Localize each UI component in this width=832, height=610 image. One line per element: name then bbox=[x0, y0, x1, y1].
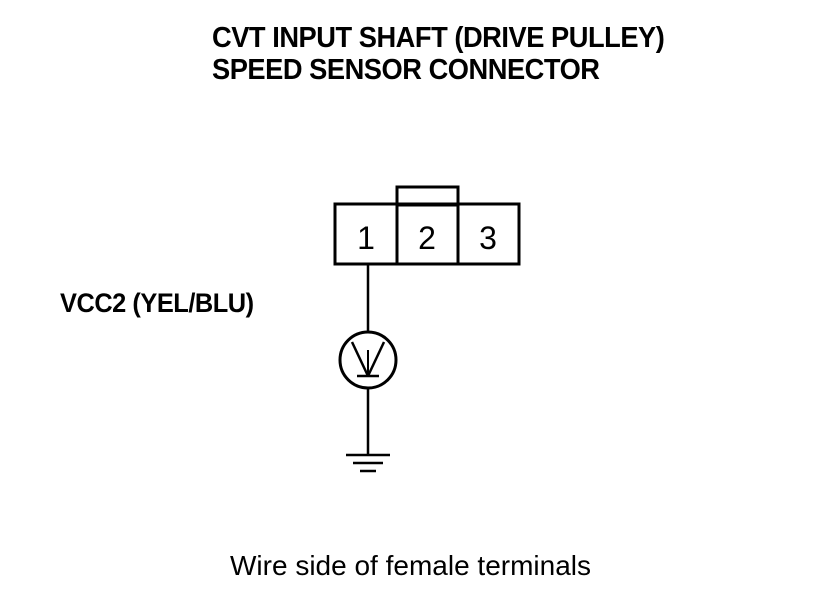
wire-label: VCC2 (YEL/BLU) bbox=[60, 288, 254, 318]
diagram-caption: Wire side of female terminals bbox=[230, 550, 592, 581]
connector-pin-3: 3 bbox=[479, 220, 497, 256]
connector-pin-1: 1 bbox=[357, 220, 375, 256]
connector bbox=[333, 185, 521, 266]
ground-icon bbox=[346, 453, 390, 473]
connector-pin-2: 2 bbox=[418, 220, 436, 256]
diagram-title-line-2: SPEED SENSOR CONNECTOR bbox=[212, 54, 600, 86]
diagram-title-line-1: CVT INPUT SHAFT (DRIVE PULLEY) bbox=[212, 22, 665, 54]
connector-housing bbox=[333, 202, 521, 266]
connector-lock-tab bbox=[395, 185, 460, 207]
voltmeter-icon bbox=[338, 330, 398, 390]
